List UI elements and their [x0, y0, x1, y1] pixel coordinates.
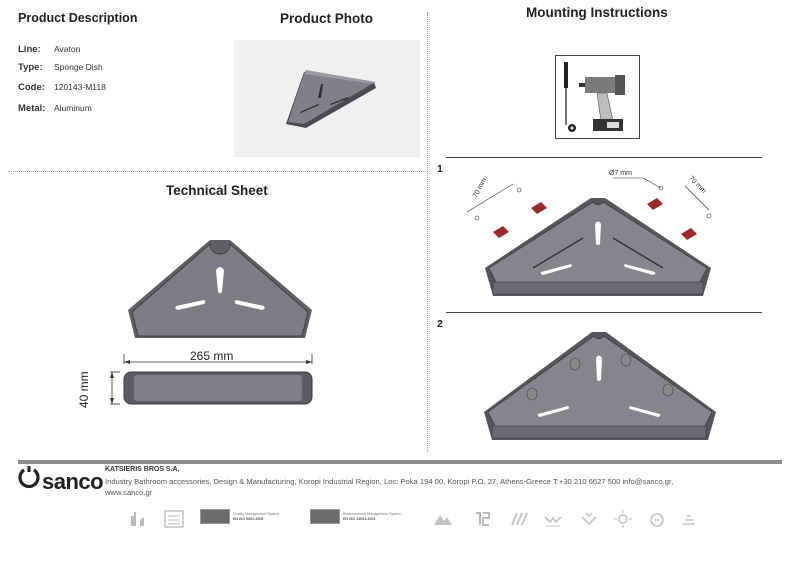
description-metal: Metal:Aluminum [18, 103, 92, 114]
sun-icon [612, 508, 634, 530]
quality-seal-icon [678, 508, 700, 530]
vertical-divider [427, 12, 428, 452]
mountain-icon [432, 508, 454, 530]
step-2-drawing [484, 332, 716, 440]
arrow-icon [578, 508, 600, 530]
screwdriver-icon [564, 62, 568, 88]
company-name: KATSIERIS BROS S.A. [105, 466, 180, 473]
description-code: Code:120143-M118 [18, 82, 106, 93]
step-1-line [446, 157, 762, 158]
product-photo-heading: Product Photo [280, 11, 373, 26]
step-2-line [446, 312, 762, 313]
step-1-dim-hole: Ø7 mm [609, 170, 632, 177]
sponge-dish-photo [286, 70, 376, 128]
horizontal-divider [8, 171, 426, 172]
technical-sheet-heading: Technical Sheet [166, 183, 268, 198]
env-cert-badge-icon [310, 509, 340, 524]
company-info: Industry Bathroom accessories, Design & … [105, 476, 705, 498]
product-description-heading: Product Description [18, 11, 138, 25]
brand-logo: sanco [42, 469, 104, 494]
sanco-logo-icon [18, 466, 40, 489]
technical-front-view [110, 354, 313, 405]
product-photo [234, 40, 420, 157]
company-address: Industry Bathroom accessories, Design & … [105, 477, 674, 486]
water-icon [542, 508, 564, 530]
stripes-icon [508, 508, 530, 530]
width-dimension: 265 mm [190, 349, 234, 363]
eco-icon [646, 508, 668, 530]
recycle-grade-icon [163, 508, 185, 530]
step-1-number: 1 [437, 163, 443, 175]
company-website[interactable]: www.sanco.gr [105, 488, 153, 497]
warranty-icon [472, 508, 494, 530]
description-type: Type:Sponge Dish [18, 62, 103, 73]
factory-icon [128, 508, 150, 530]
quality-cert-badge-icon [200, 509, 230, 524]
step-1-drawing [466, 177, 712, 296]
footer-bar [18, 460, 782, 464]
mounting-instructions-heading: Mounting Instructions [526, 5, 668, 20]
description-line: Line:Avaton [18, 44, 81, 55]
tools-illustration [555, 55, 640, 139]
technical-top-view [128, 240, 312, 338]
height-dimension: 40 mm [77, 371, 91, 408]
step-2-number: 2 [437, 318, 443, 330]
